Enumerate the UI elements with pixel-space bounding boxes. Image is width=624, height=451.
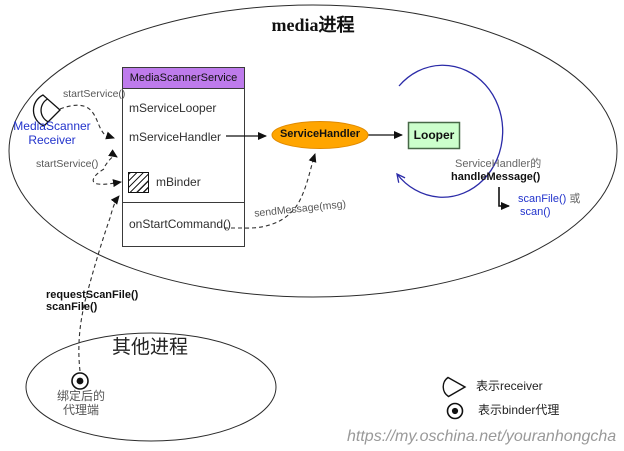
field-mbinder: mBinder <box>156 175 201 189</box>
receiver-label-line2: Receiver <box>28 133 76 147</box>
watermark-url: https://my.oschina.net/youranhongcha <box>347 428 617 445</box>
legend-receiver-icon <box>442 376 467 398</box>
handlemessage-label: handleMessage() <box>451 171 541 183</box>
method-onstartcommand: onStartCommand() <box>129 217 232 231</box>
field-mservicelooper: mServiceLooper <box>129 101 217 115</box>
binder-proxy-icon <box>71 372 89 390</box>
bound-proxy-label: 绑定后的 代理端 <box>45 389 117 417</box>
scanfile-call-text: scanFile() <box>518 193 567 205</box>
servicehandler-possessive-label: ServiceHandler的 <box>455 158 542 170</box>
legend-binder-label: 表示binder代理 <box>478 403 560 417</box>
arrow-startservice-upper <box>104 149 118 167</box>
scanfile-label: scanFile() <box>46 301 98 313</box>
legend-receiver-label: 表示receiver <box>476 379 543 393</box>
other-process-title: 其他进程 <box>112 337 189 358</box>
servicehandler-label: ServiceHandler <box>279 128 361 140</box>
or-word: 或 <box>569 193 581 205</box>
binder-hatch-icon <box>128 172 149 193</box>
proxy-label-line2: 代理端 <box>62 403 99 417</box>
field-mservicehandler: mServiceHandler <box>129 130 222 144</box>
media-process-ellipse <box>8 4 618 298</box>
arrow-startservice-binder <box>92 168 122 188</box>
scan-call-label: scan() <box>520 206 551 218</box>
mediascanner-receiver-label: MediaScanner Receiver <box>4 119 100 147</box>
receiver-label-line1: MediaScanner <box>13 119 91 133</box>
legend-binder-icon <box>446 402 464 420</box>
startservice-label-bottom: startService() <box>36 158 99 170</box>
arrow-handlemessage-to-scanfile <box>498 187 510 210</box>
startservice-label-top: startService() <box>63 88 126 100</box>
class-box-divider <box>123 202 244 203</box>
media-process-title: media进程 <box>271 15 355 35</box>
sendmessage-label: sendMessage(msg) <box>253 198 347 220</box>
media-scanner-service-box: MediaScannerService mServiceLooper mServ… <box>122 67 245 247</box>
requestscanfile-label: requestScanFile() <box>46 289 139 301</box>
scanfile-call-label: scanFile() 或 <box>518 193 580 206</box>
class-box-header: MediaScannerService <box>123 68 244 89</box>
proxy-label-line1: 绑定后的 <box>56 389 105 403</box>
looper-label: Looper <box>413 128 455 142</box>
